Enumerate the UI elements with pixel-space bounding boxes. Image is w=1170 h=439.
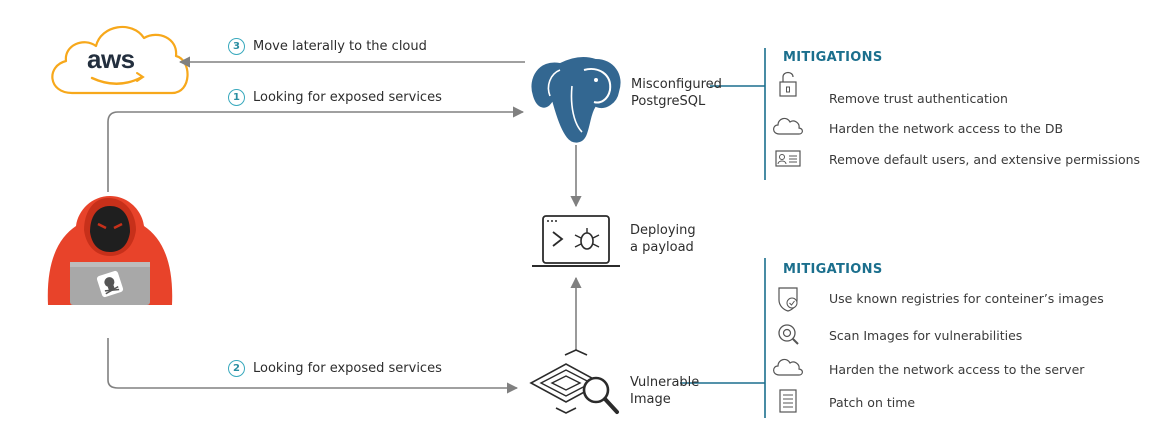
payload-label: Deploying a payload — [630, 222, 696, 256]
lock-icon — [779, 71, 797, 97]
arrow-exposed-services-image — [107, 338, 519, 394]
image-label-line1: Vulnerable — [630, 375, 700, 390]
flow-label-exposed-services-db: Looking for exposed services — [253, 90, 442, 105]
mitigation-db-item: Harden the network access to the DB — [829, 121, 1064, 136]
user-card-icon — [775, 150, 801, 167]
shield-check-icon — [778, 287, 798, 312]
step-2-badge: 2 — [228, 360, 245, 377]
step-3-badge: 3 — [228, 38, 245, 55]
image-label-line2: Image — [630, 392, 671, 407]
postgres-label-line1: Misconfigured — [631, 77, 722, 92]
document-icon — [779, 389, 797, 413]
flow-label-move-laterally: Move laterally to the cloud — [253, 39, 427, 54]
arrow-exposed-services-db — [107, 106, 525, 192]
mitigation-db-item: Remove trust authentication — [829, 91, 1008, 106]
scan-icon — [778, 324, 799, 345]
mitigations-image-title: MITIGATIONS — [783, 262, 883, 277]
postgres-label-line2: PostgreSQL — [631, 94, 706, 109]
image-label: Vulnerable Image — [630, 374, 699, 408]
hacker-icon — [47, 196, 173, 305]
mitigation-image-item: Patch on time — [829, 395, 916, 410]
mitigations-db-title: MITIGATIONS — [783, 50, 883, 65]
postgres-label: Misconfigured PostgreSQL — [631, 76, 722, 110]
payload-label-line1: Deploying — [630, 223, 696, 238]
laptop-bug-icon — [532, 215, 620, 267]
mitigation-image-item: Use known registries for conteiner’s ima… — [829, 291, 1104, 306]
mitigation-image-item: Harden the network access to the server — [829, 362, 1085, 377]
flow-label-exposed-services-image: Looking for exposed services — [253, 361, 442, 376]
payload-label-line2: a payload — [630, 240, 694, 255]
mitigation-image-item: Scan Images for vulnerabilities — [829, 328, 1023, 343]
cloud-icon — [773, 117, 803, 135]
aws-logo-text: aws — [87, 44, 135, 74]
step-1-badge: 1 — [228, 89, 245, 106]
postgresql-elephant-icon — [529, 54, 623, 145]
cloud-icon — [773, 358, 803, 376]
mitigation-db-item: Remove default users, and extensive perm… — [829, 152, 1141, 167]
vulnerable-image-icon — [529, 349, 619, 414]
